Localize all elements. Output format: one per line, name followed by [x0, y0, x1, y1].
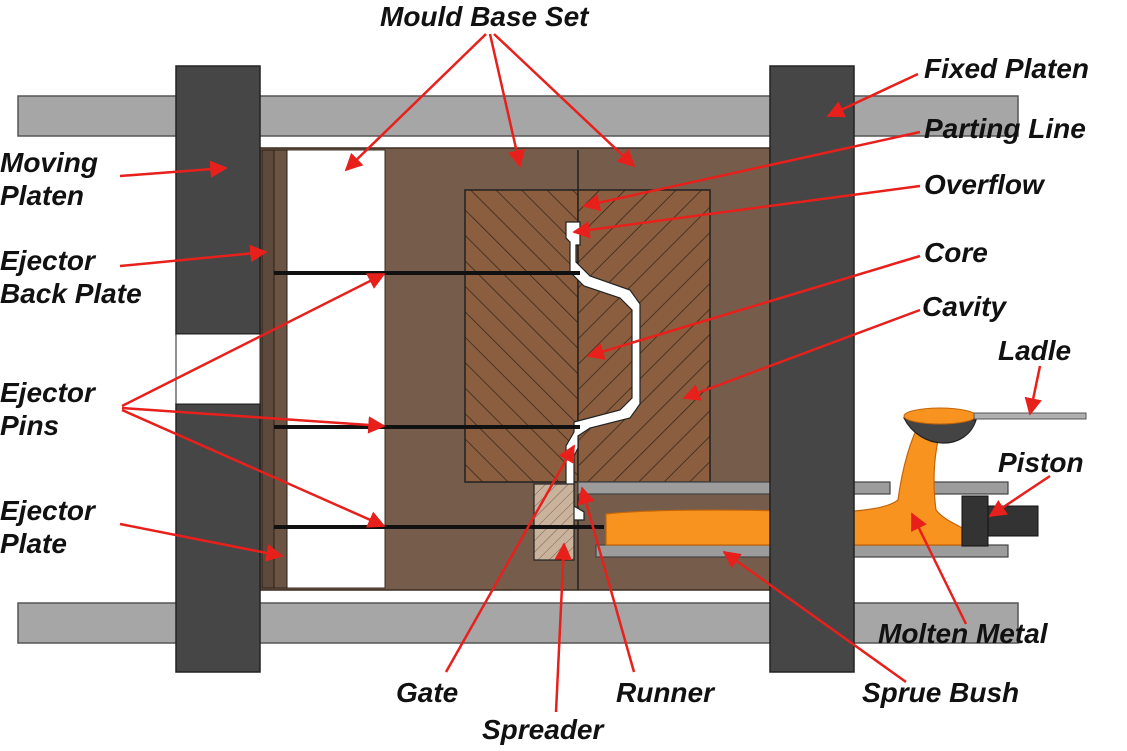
label-ejector-back-plate: Ejector Back Plate	[0, 244, 142, 310]
label-runner: Runner	[616, 677, 714, 708]
arrow-ejector-pins-3	[121, 408, 386, 528]
label-cavity: Cavity	[922, 291, 1007, 322]
arrow-parting-line	[582, 130, 921, 212]
arrow-ladle	[1024, 365, 1042, 416]
label-ejector-pins: Ejector Pins	[0, 376, 95, 442]
moving-platen-gap	[175, 333, 261, 405]
ejector-plate	[273, 149, 288, 589]
arrow-core	[586, 254, 921, 360]
ejector-back-plate	[261, 149, 275, 589]
molten-metal	[605, 417, 963, 546]
label-molten-metal: Molten Metal	[878, 618, 1048, 649]
casting-cavity	[565, 221, 641, 521]
label-spreader: Spreader	[482, 714, 604, 745]
label-ejector-pins-line1: Ejector	[0, 377, 95, 408]
arrow-overflow	[572, 184, 921, 239]
arrow-mould-base-1	[344, 33, 487, 172]
core-block	[464, 189, 579, 483]
label-moving-platen-line1: Moving	[0, 147, 98, 178]
arrow-fixed-platen	[826, 72, 919, 118]
label-fixed-platen: Fixed Platen	[924, 53, 1089, 84]
arrow-mould-base-2	[488, 33, 526, 168]
label-core: Core	[924, 237, 988, 268]
label-ladle: Ladle	[998, 335, 1072, 366]
ladle-metal	[903, 407, 977, 425]
label-gate: Gate	[396, 677, 459, 708]
label-piston: Piston	[998, 447, 1084, 478]
pointer-arrows	[119, 33, 1051, 713]
label-ejector-back-plate-line1: Ejector	[0, 245, 95, 276]
label-moving-platen: Moving Platen	[0, 146, 98, 212]
arrow-piston	[988, 474, 1051, 518]
arrow-cavity	[682, 308, 921, 401]
cavity-block	[577, 189, 711, 483]
label-moving-platen-line2: Platen	[0, 180, 85, 211]
moving-platen-upper	[175, 65, 261, 335]
arrow-mould-base-3	[493, 33, 636, 168]
label-sprue-bush: Sprue Bush	[862, 677, 1020, 708]
label-ejector-pins-line2: Pins	[0, 410, 60, 441]
label-mould-base-set: Mould Base Set	[380, 1, 589, 32]
piston-rod	[961, 495, 989, 547]
label-overflow: Overflow	[924, 169, 1044, 200]
arrow-sprue-bush	[722, 550, 907, 684]
arrow-molten-metal	[910, 512, 968, 625]
arrow-ejector-back-plate	[119, 244, 268, 268]
piston-head	[987, 505, 1039, 537]
arrow-moving-platen	[119, 160, 228, 178]
label-ejector-plate: Ejector Plate	[0, 494, 95, 560]
label-parting-line: Parting Line	[924, 113, 1086, 144]
spreader	[533, 483, 575, 561]
arrow-runner	[577, 486, 636, 673]
arrow-ejector-pins-1	[121, 272, 386, 408]
tie-bar-top	[17, 95, 1019, 137]
fixed-platen	[769, 65, 855, 673]
arrow-spreader	[554, 542, 572, 713]
arrow-ejector-pins-2	[121, 406, 386, 434]
label-ejector-plate-line1: Ejector	[0, 495, 95, 526]
arrow-ejector-plate	[119, 522, 284, 562]
tie-bar-bottom	[17, 602, 1019, 644]
ejector-box-void	[286, 149, 386, 589]
shot-sleeve-top-right	[931, 481, 1009, 495]
label-ejector-back-plate-line2: Back Plate	[0, 278, 142, 309]
label-ejector-plate-line2: Plate	[0, 528, 67, 559]
ladle-cup	[903, 417, 977, 444]
arrow-gate	[444, 444, 576, 673]
